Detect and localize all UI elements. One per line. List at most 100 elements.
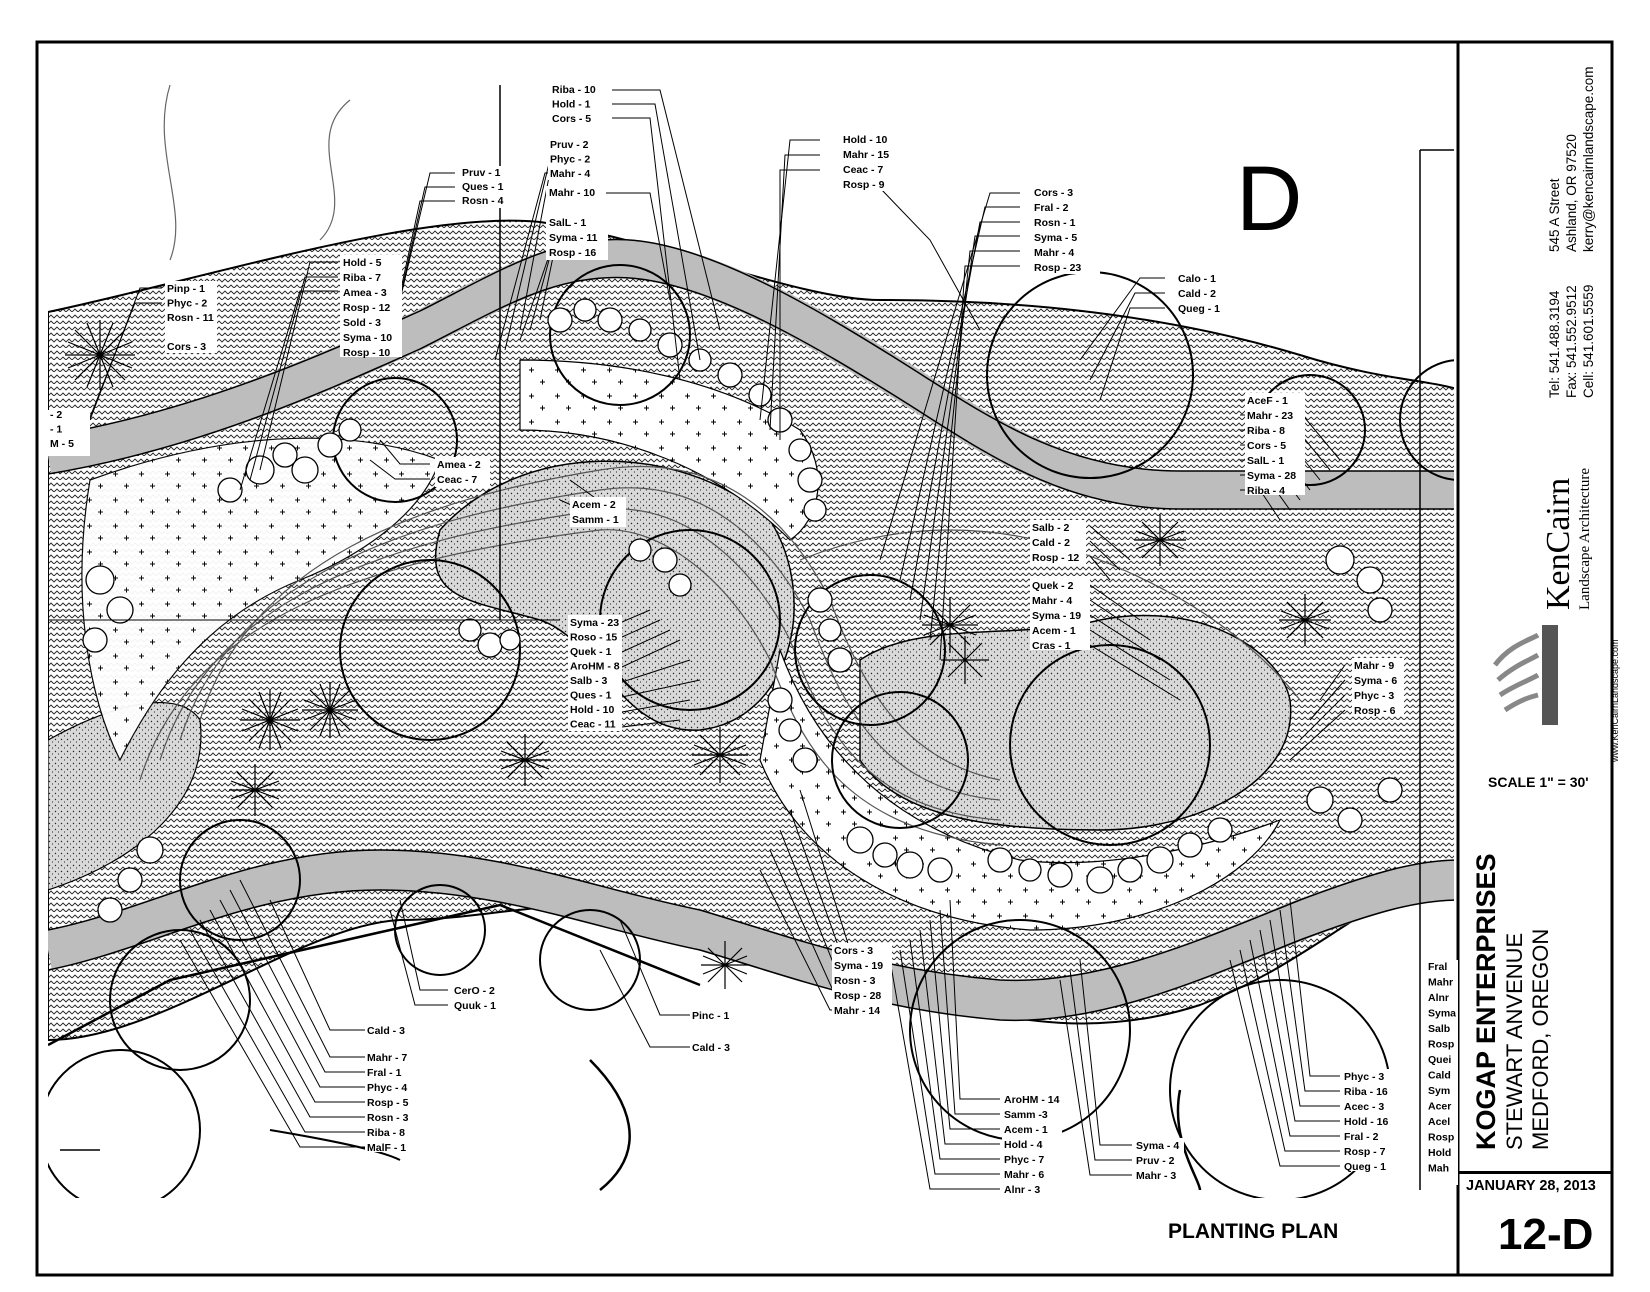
- project-street: STEWART ANVENUE: [1502, 932, 1527, 1150]
- groundcover-upper-mid: [519, 359, 819, 541]
- gray-path-lower-edge2: [48, 889, 1454, 1022]
- plant-label: Rosp: [1428, 1039, 1454, 1051]
- plant-label: Pruv - 2: [550, 139, 589, 151]
- label-backgrounds: [48, 82, 1458, 1194]
- plant-label: Riba - 8: [1247, 425, 1285, 437]
- plant-label: Sold - 3: [343, 317, 381, 329]
- plant-label: Pruv - 2: [1136, 1155, 1175, 1167]
- section-letter: D: [1236, 148, 1302, 250]
- plant-label: MalF - 1: [367, 1142, 406, 1154]
- plant-label: Mahr - 4: [1034, 247, 1074, 259]
- plant-label: Syma - 4: [1136, 1140, 1179, 1152]
- plant-label: Acem - 2: [572, 499, 616, 511]
- plant-label: Pruv - 1: [462, 167, 501, 179]
- plant-label: Quek - 1: [570, 646, 612, 658]
- firm-subtitle: Landscape Architecture: [1577, 467, 1593, 610]
- plant-label: Hold - 10: [843, 134, 887, 146]
- plant-label: Hold - 16: [1344, 1116, 1388, 1128]
- plant-label: Riba - 4: [1247, 485, 1285, 497]
- plant-label: Acec - 3: [1344, 1101, 1384, 1113]
- conifer-symbols: [65, 320, 1331, 989]
- plant-label: Alnr - 3: [1004, 1184, 1040, 1196]
- sheet-border: [35, 40, 1614, 1277]
- plant-label: Phyc - 4: [367, 1082, 407, 1094]
- plant-label: Rosp - 9: [843, 179, 885, 191]
- plant-label: Mahr - 10: [549, 187, 595, 199]
- plan-drawing: [48, 84, 1454, 1198]
- plant-label: Mahr - 6: [1004, 1169, 1044, 1181]
- project-city: MEDFORD, OREGON: [1528, 928, 1553, 1150]
- firm-logo-graphic: [1490, 625, 1560, 725]
- plant-label: Rosn - 3: [367, 1112, 409, 1124]
- plant-label: Mahr - 15: [843, 149, 889, 161]
- plant-label: Syma - 19: [1032, 610, 1081, 622]
- stipple-bed-center: [434, 460, 795, 731]
- plant-label: Phyc - 3: [1354, 690, 1394, 702]
- plant-label: Mahr - 14: [834, 1005, 880, 1017]
- plant-label: AroHM - 8: [570, 661, 620, 673]
- plant-label: Hold: [1428, 1147, 1451, 1159]
- plant-label: Riba - 16: [1344, 1086, 1388, 1098]
- plant-label: Cors - 3: [167, 341, 206, 353]
- plant-label: CerO - 2: [454, 985, 495, 997]
- plant-label: Rosn - 3: [834, 975, 876, 987]
- gray-path-lower: [48, 849, 1454, 1021]
- plant-label: Fral - 1: [367, 1067, 402, 1079]
- shrub-clusters: [82, 298, 1403, 923]
- gray-path-lower-edge1: [48, 849, 1454, 982]
- plant-label: Acem - 1: [1004, 1124, 1048, 1136]
- plant-label: Syma - 11: [549, 232, 598, 244]
- plant-label: Acer: [1428, 1101, 1451, 1113]
- plant-label: M - 5: [50, 438, 74, 450]
- plant-label: Syma - 19: [834, 960, 883, 972]
- plant-label: Hold - 4: [1004, 1139, 1043, 1151]
- firm-website[interactable]: www.KenCairnLandscape.com: [1610, 639, 1620, 762]
- plant-label: Cors - 3: [1034, 187, 1073, 199]
- plant-label: Mah: [1428, 1163, 1449, 1175]
- plant-label: Cald - 3: [692, 1042, 730, 1054]
- plant-label: Mahr: [1428, 977, 1453, 989]
- plant-label: Mahr - 4: [550, 168, 590, 180]
- plant-label: Rosp - 5: [367, 1097, 409, 1109]
- client-name: KOGAP ENTERPRISES: [1471, 853, 1501, 1150]
- contact-street: 545 A Street: [1547, 178, 1562, 252]
- plant-label: Samm - 1: [572, 514, 619, 526]
- scale-note: SCALE 1" = 30': [1488, 774, 1589, 790]
- plant-label: Rosp - 28: [834, 990, 881, 1002]
- plant-label: Syma: [1428, 1008, 1456, 1020]
- plant-label: Rosp - 12: [1032, 552, 1079, 564]
- plant-label: Cors - 5: [552, 113, 591, 125]
- plant-label: Cald - 2: [1032, 537, 1070, 549]
- plant-label: SalL - 1: [1247, 455, 1284, 467]
- plant-label: Cald - 2: [1178, 288, 1216, 300]
- plant-label: Ques - 1: [462, 181, 504, 193]
- plant-label: Phyc - 2: [167, 298, 207, 310]
- plant-label: Fral - 2: [1344, 1131, 1379, 1143]
- plant-label: Phyc - 2: [550, 154, 590, 166]
- contact-city: Ashland, OR 97520: [1564, 134, 1579, 252]
- plant-label: Amea - 2: [437, 459, 481, 471]
- plant-label: Quek - 2: [1032, 580, 1074, 592]
- plant-label: Quuk - 1: [454, 1000, 496, 1012]
- contact-email[interactable]: kerry@kencairnlandscape.com: [1581, 66, 1596, 252]
- plant-label: Quei: [1428, 1054, 1451, 1066]
- gray-path-upper: [48, 239, 1454, 510]
- plant-label: Samm -3: [1004, 1109, 1048, 1121]
- plant-label: Cald - 3: [367, 1025, 405, 1037]
- plant-label: Syma - 10: [343, 332, 392, 344]
- firm-name: KenCairn: [1540, 477, 1577, 610]
- plant-label: Syma - 5: [1034, 232, 1077, 244]
- plant-label: Mahr - 3: [1136, 1170, 1176, 1182]
- plant-label: Rosp - 6: [1354, 705, 1396, 717]
- firm-logo-text: KenCairn Landscape Architecture: [1540, 420, 1594, 610]
- plant-label: - 2: [50, 409, 62, 421]
- plant-label: Hold - 5: [343, 257, 382, 269]
- plant-label: Pinc - 1: [692, 1010, 730, 1022]
- plant-label: Calo - 1: [1178, 273, 1216, 285]
- plan-title: PLANTING PLAN: [1168, 1220, 1338, 1243]
- plant-label: AceF - 1: [1247, 395, 1288, 407]
- plant-label: Acel: [1428, 1116, 1450, 1128]
- plant-label: Acem - 1: [1032, 625, 1076, 637]
- plant-label: Cors - 5: [1247, 440, 1286, 452]
